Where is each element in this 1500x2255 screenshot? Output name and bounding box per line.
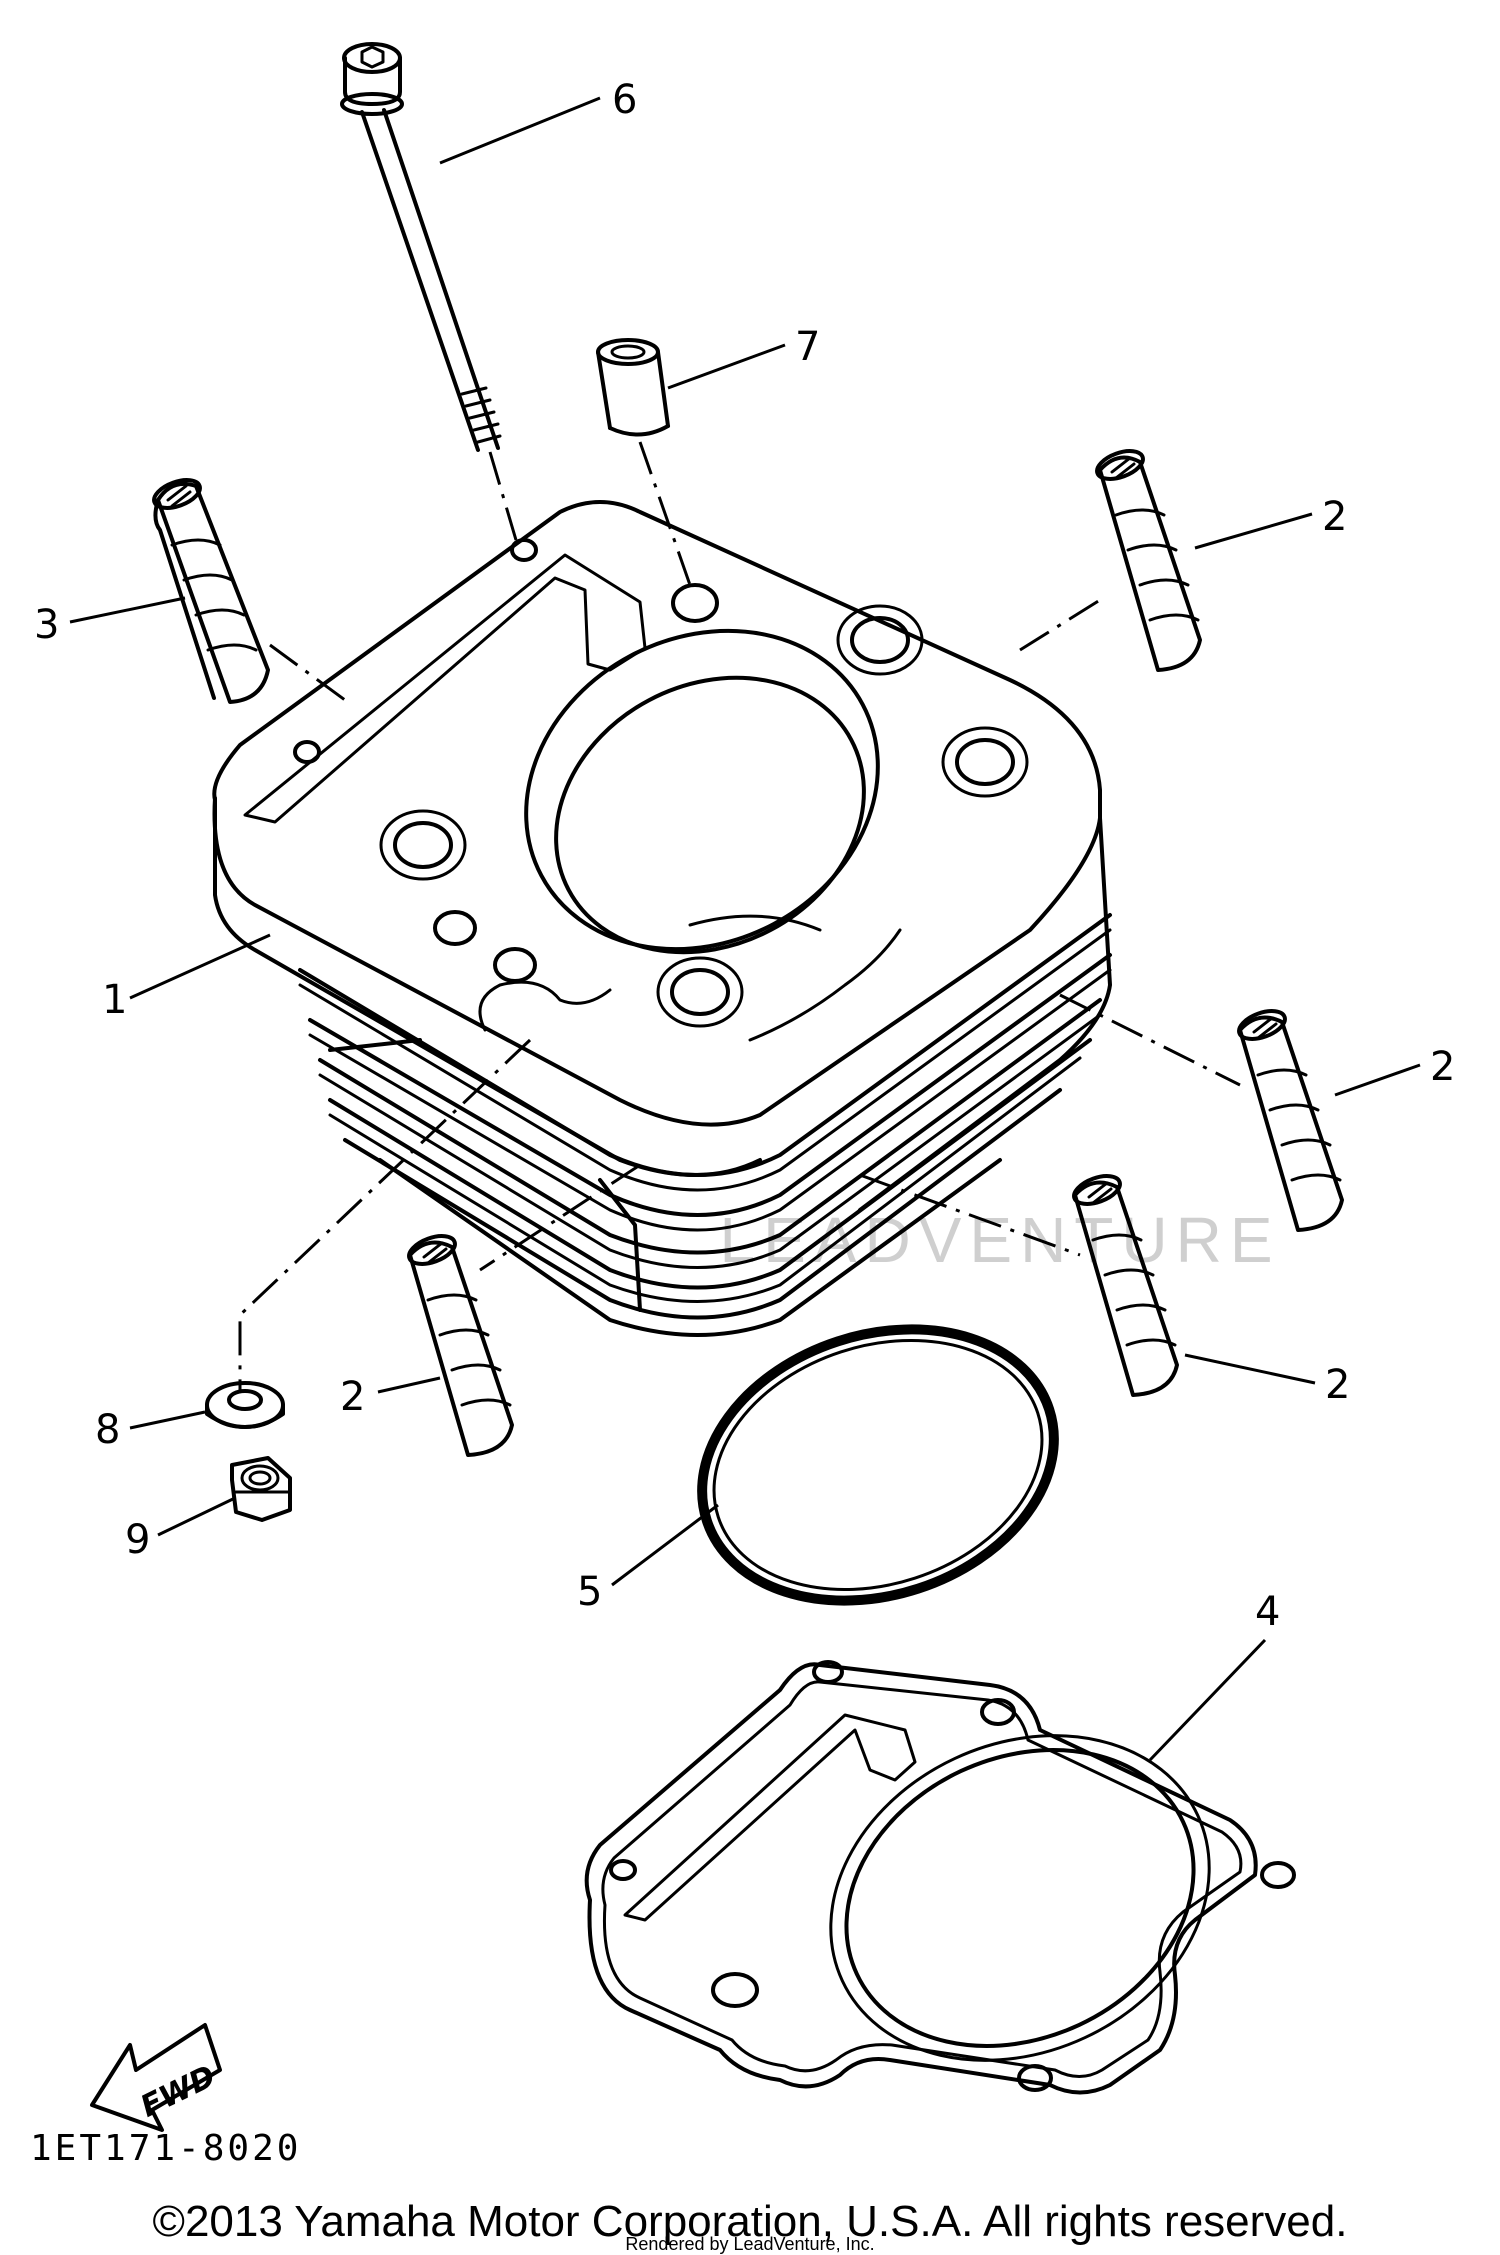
callout-2-top-right: 2 <box>1322 494 1347 540</box>
o-ring-part <box>697 1324 1059 1606</box>
bolt-part <box>340 42 502 452</box>
forward-arrow-icon: FWD <box>90 2023 222 2132</box>
rendered-by-credit: Rendered by LeadVenture, Inc. <box>625 2234 875 2254</box>
callout-5: 5 <box>577 1569 602 1615</box>
callout-2-lower-right: 2 <box>1325 1362 1350 1408</box>
washer-part <box>205 1381 285 1429</box>
cylinder-part <box>212 500 1112 1337</box>
dowel-pin-lower-left <box>407 1234 514 1457</box>
alignment-lines <box>238 441 1241 1390</box>
callout-7: 7 <box>795 324 820 370</box>
collar-part <box>596 338 670 437</box>
dowel-pin-top-right <box>1095 449 1202 672</box>
copyright-notice: ©2013 Yamaha Motor Corporation, U.S.A. A… <box>152 2197 1348 2246</box>
callout-8: 8 <box>95 1407 120 1453</box>
dowel-pin-right <box>1237 1009 1344 1232</box>
callout-1: 1 <box>102 977 127 1023</box>
dowel-pin-left <box>152 478 270 704</box>
callout-4: 4 <box>1255 1589 1280 1635</box>
callout-3: 3 <box>34 602 59 648</box>
gasket-part <box>584 1660 1296 2095</box>
callout-labels: 6 7 2 3 1 2 2 2 8 9 5 4 <box>34 77 1455 1635</box>
callout-9: 9 <box>125 1517 150 1563</box>
leader-lines <box>69 96 1421 1762</box>
callout-2-lower-left: 2 <box>340 1374 365 1420</box>
fwd-label: FWD <box>135 2059 221 2125</box>
watermark-text: LEADVENTURE <box>720 1204 1281 1276</box>
callout-2-right: 2 <box>1430 1044 1455 1090</box>
dowel-pin-lower-right <box>1072 1174 1179 1397</box>
callout-6: 6 <box>612 77 637 123</box>
nut-part <box>230 1456 292 1522</box>
diagram-code: 1ET171-8020 <box>30 2128 301 2169</box>
